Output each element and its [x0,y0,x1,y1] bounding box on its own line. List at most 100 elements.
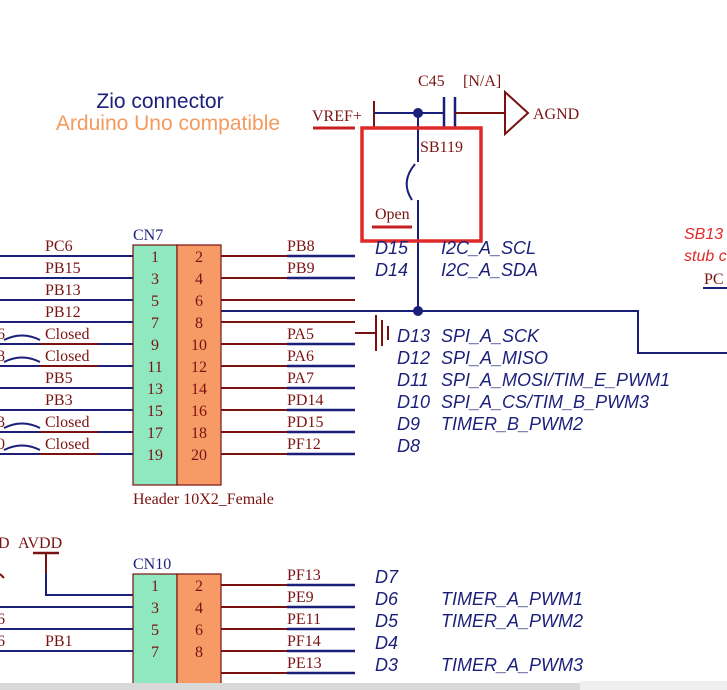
odd-pin-number: 15 [147,403,163,420]
right-cut-pc-text: PC [704,271,724,288]
left-edge-cut-label: 3 [0,414,5,431]
arduino-pin-label: D12 [397,348,430,368]
vref-cap-circuit: VREF+ C45 [N/A] AGND SB119 Open [312,73,579,312]
left-net-label: PC6 [45,238,73,255]
closed-jumper-arc [3,356,41,363]
odd-pin-number: 3 [151,271,159,288]
left-net-label: Closed [45,348,89,365]
even-pin-number: 18 [191,425,207,442]
sb119-state-label: Open [375,206,410,223]
pin-function-label: TIMER_A_PWM3 [441,655,583,675]
even-pin-number: 8 [195,644,203,661]
odd-pin-number: 5 [151,622,159,639]
pin-function-label: SPI_A_SCK [441,326,540,346]
cn10-even-column [176,573,222,690]
left-net-label: Closed [45,436,89,453]
pin-function-label: TIMER_B_PWM2 [441,414,583,434]
left-net-label: PB15 [45,260,81,277]
odd-pin-number: 7 [151,644,159,661]
even-pin-number: 10 [191,337,207,354]
pin-function-label: SPI_A_CS/TIM_B_PWM3 [441,392,649,412]
arduino-pin-label: D7 [375,567,399,587]
arduino-pin-label: D13 [397,326,430,346]
pin6-junction-dot [413,306,423,316]
right-net-label: PD15 [287,414,323,431]
cn10-ref: CN10 [133,556,171,573]
cn7-odd-column [132,244,178,486]
right-net-label: PE11 [287,611,321,628]
arduino-pin-label: D10 [397,392,430,412]
right-net-label: PB9 [287,260,315,277]
odd-pin-number: 7 [151,315,159,332]
connector-title: Zio connector [96,90,223,113]
left-edge-cut-label: 6 [0,326,5,343]
odd-pin-number: 13 [147,381,163,398]
arduino-pin-label: D4 [375,633,398,653]
right-net-label: PA7 [287,370,314,387]
even-pin-number: 12 [191,359,207,376]
right-net-label: PF14 [287,633,321,650]
arduino-pin-label: D6 [375,589,399,609]
even-pin-number: 14 [191,381,207,398]
right-net-label: PA6 [287,348,314,365]
connector-subtitle: Arduino Uno compatible [56,112,280,135]
odd-pin-number: 19 [147,447,163,464]
odd-pin-number: 5 [151,293,159,310]
right-cut-sb-text: SB13 [684,226,723,243]
pin-function-label: SPI_A_MISO [441,348,548,368]
sb119-highlight-box [360,126,483,243]
pin6-net [220,306,727,354]
even-pin-number: 20 [191,447,207,464]
even-pin-number: 2 [195,249,203,266]
pin8-ground [355,315,389,351]
right-net-label: PA5 [287,326,314,343]
c45-ref: C45 [418,73,445,90]
pin6-net-wire [220,310,727,354]
closed-jumper-arc [3,334,41,341]
cn7-even-column [176,244,222,486]
cn10-odd-column [132,573,178,690]
odd-pin-number: 11 [147,359,162,376]
arduino-pin-label: D3 [375,655,398,675]
arduino-pin-label: D9 [397,414,420,434]
avdd-net: D AVDD [0,535,133,596]
right-net-label: PF13 [287,567,321,584]
closed-jumper-arc [3,444,41,451]
window-bottom-strip [0,683,580,690]
even-pin-number: 6 [195,293,203,310]
right-net-label: PE13 [287,655,322,672]
pin-function-label: I2C_A_SCL [441,238,536,258]
sb119-label: SB119 [420,139,463,156]
c45-value: [N/A] [463,73,501,90]
even-pin-number: 4 [195,271,203,288]
closed-jumper-arc [3,422,41,429]
odd-pin-number: 1 [151,249,159,266]
left-edge-cut-label: 8 [0,348,5,365]
arduino-pin-label: D8 [397,436,420,456]
left-edge-cut-label: 6 [0,611,5,628]
right-cut-annotations: SB13 stub c PC [684,226,727,289]
avdd-label: AVDD [18,535,62,552]
odd-pin-number: 1 [151,578,159,595]
odd-pin-number: 17 [147,425,163,442]
pin-function-label: SPI_A_MOSI/TIM_E_PWM1 [441,370,670,390]
right-net-label: PF12 [287,436,321,453]
right-net-label: PE9 [287,589,314,606]
right-cut-stub-text: stub c [684,248,727,265]
odd-pin-number: 9 [151,337,159,354]
window-bottom-strip-right [580,681,727,690]
left-edge-cut-label: 0 [0,436,5,453]
cn7-ref: CN7 [133,227,163,244]
avdd-wire [45,573,133,596]
left-edge-cut-label: 6 [0,633,5,650]
even-pin-number: 8 [195,315,203,332]
odd-pin-number: 3 [151,600,159,617]
pin-function-label: I2C_A_SDA [441,260,538,280]
sb119-open-arc [405,163,416,201]
even-pin-number: 4 [195,600,203,617]
